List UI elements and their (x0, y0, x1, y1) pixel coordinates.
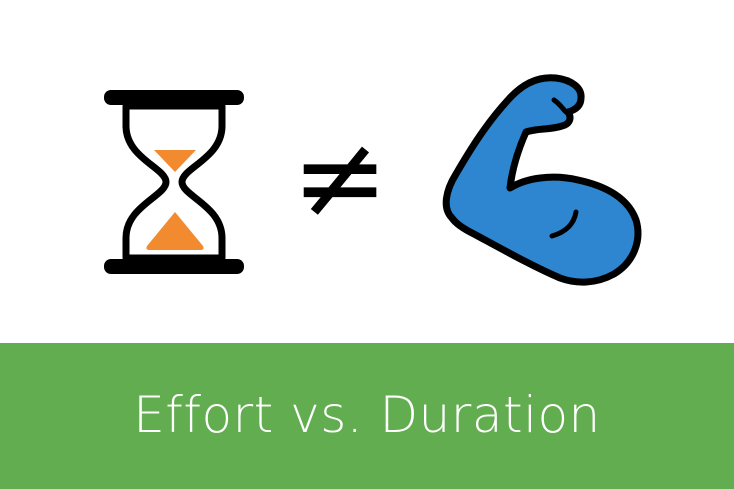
hourglass-icon (104, 90, 244, 274)
illustration-area (104, 74, 642, 286)
title-banner: Effort vs. Duration (0, 343, 734, 489)
flexed-arm-icon (442, 74, 642, 286)
illustration (104, 74, 642, 286)
not-equal-symbol: ≠ (291, 110, 389, 245)
banner-title: Effort vs. Duration (133, 386, 601, 444)
